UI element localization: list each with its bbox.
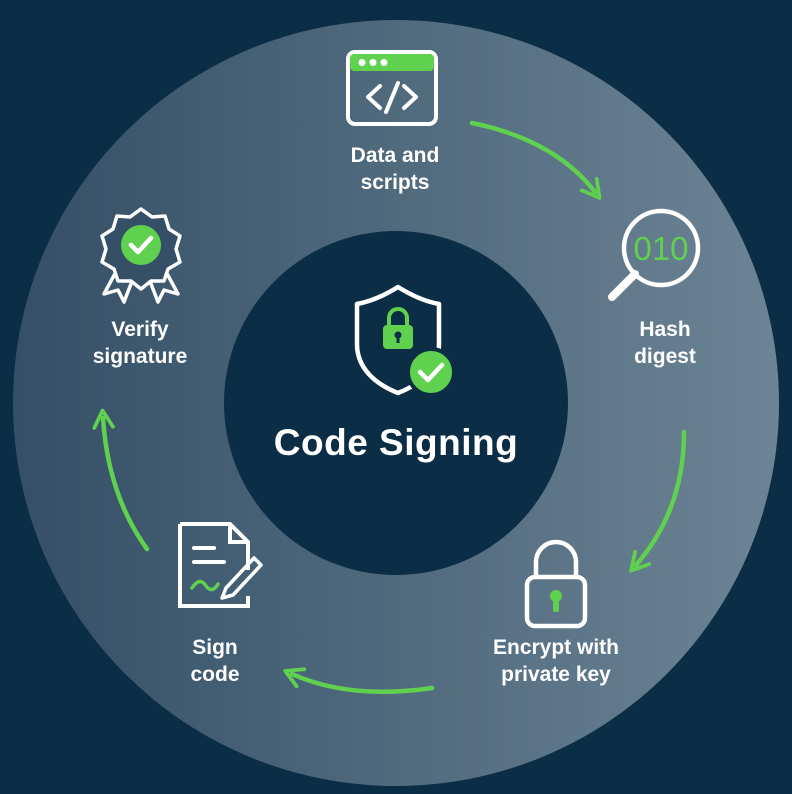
magnifier-binary-icon: 010 [608, 208, 701, 301]
document-pen-icon [178, 522, 263, 608]
step-label-line: Sign [192, 636, 238, 659]
step-label-encrypt: Encrypt with private key [476, 634, 636, 688]
step-label-line: private key [501, 663, 611, 686]
binary-digits: 010 [633, 230, 688, 267]
padlock-icon [524, 539, 588, 629]
step-label-line: Verify [111, 318, 169, 341]
step-label-line: code [190, 663, 240, 686]
award-badge-icon [100, 207, 182, 304]
step-label-line: Encrypt with [492, 636, 619, 659]
step-label-line: signature [92, 345, 188, 368]
arrow-sign-to-verify [92, 408, 150, 552]
step-label-data-scripts: Data and scripts [320, 142, 470, 196]
diagram-title: Code Signing [273, 422, 519, 463]
arrow-encrypt-to-sign [283, 667, 435, 695]
step-label-sign-code: Sign code [145, 634, 285, 688]
step-label-line: Data and [350, 144, 440, 167]
step-label-line: digest [634, 345, 696, 368]
step-label-hash-digest: Hash digest [590, 316, 740, 370]
step-label-verify: Verify signature [65, 316, 215, 370]
step-label-line: Hash [639, 318, 691, 341]
arrow-hash-to-encrypt [629, 429, 687, 573]
shield-check-icon [354, 284, 456, 397]
arrow-data-to-hash [469, 120, 602, 200]
inner-circle [224, 231, 568, 575]
code-window-icon [346, 50, 438, 126]
step-label-line: scripts [360, 171, 430, 194]
